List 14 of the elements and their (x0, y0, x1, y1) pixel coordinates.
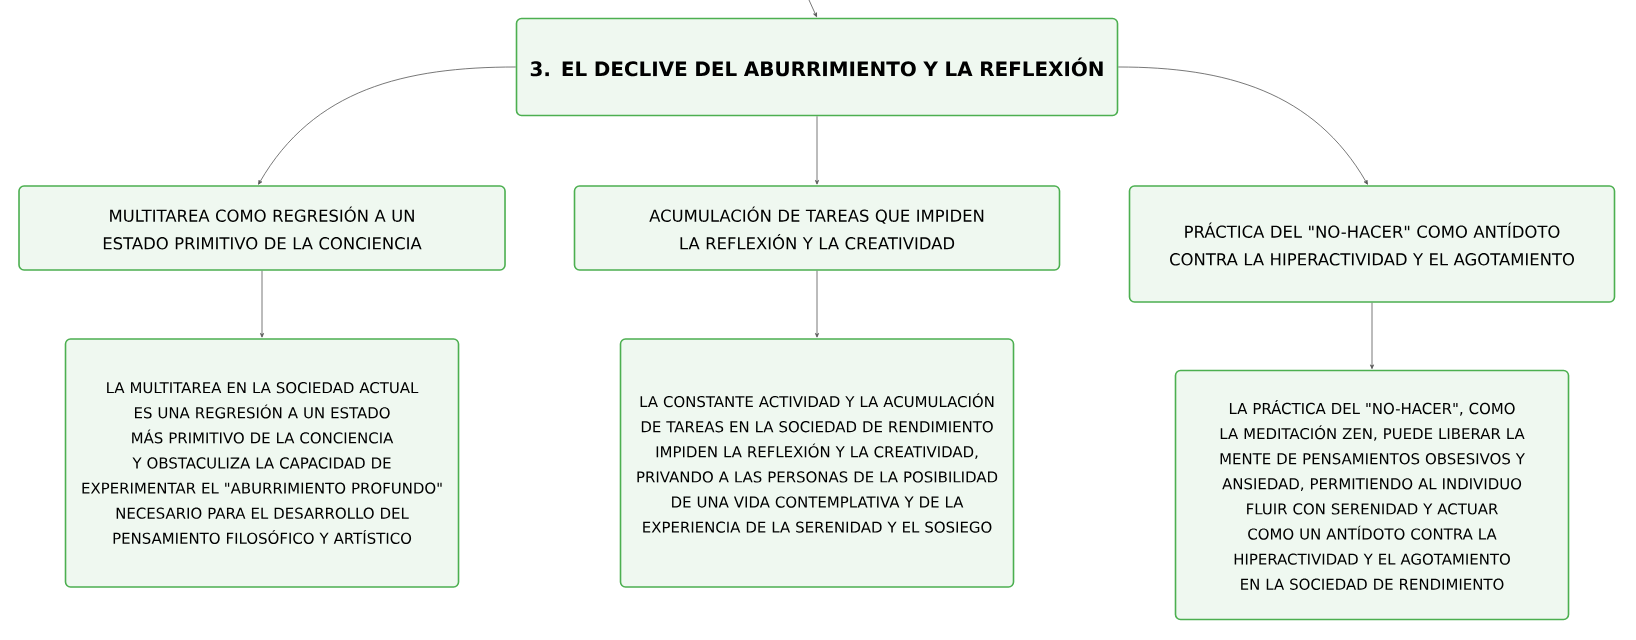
description-box: LA MULTITAREA EN LA SOCIEDAD ACTUAL ES UNA REGRESIÓN A UN ESTADO MÁS PRIMITIVO DE LA CONCIENCIA Y OBSTACULIZA LA CAPACIDAD DE EXPERIMENTAR EL "ABURRIMIENTO PROFUNDO" NECESARIO PARA EL DESARROLLO DEL PENSAMIENTO FILOSÓFICO Y ARTÍSTICO (64, 338, 460, 588)
topic-box: ACUMULACIÓN DE TAREAS QUE IMPIDEN LA REFLEXIÓN Y LA CREATIVIDAD (573, 185, 1061, 271)
arrow (1370, 302, 1374, 370)
arrow (815, 270, 819, 338)
topic-box: PRÁCTICA DEL "NO-HACER" COMO ANTÍDOTO CONTRA LA HIPERACTIVIDAD Y EL AGOTAMIENTO (1128, 185, 1616, 303)
arrow (808, 0, 817, 18)
topic-box: MULTITAREA COMO REGRESIÓN A UN ESTADO PRIMITIVO DE LA CONCIENCIA (18, 185, 506, 271)
title-box: 3. EL DECLIVE DEL ABURRIMIENTO Y LA REFLEXIÓN (515, 17, 1119, 117)
arrow (260, 270, 264, 338)
description-box: LA CONSTANTE ACTIVIDAD Y LA ACUMULACIÓN DE TAREAS EN LA SOCIEDAD DE RENDIMIENTO IMPIDEN LA REFLEXIÓN Y LA CREATIVIDAD, PRIVANDO A LAS PERSONAS DE LA POSIBILIDAD DE UNA VIDA CONTEMPLATIVA Y DE LA EXPERIENCIA DE LA SERENIDAD Y EL SOSIEGO (619, 338, 1015, 588)
arrow (815, 115, 819, 185)
description-box: LA PRÁCTICA DEL "NO-HACER", COMO LA MEDITACIÓN ZEN, PUEDE LIBERAR LA MENTE DE PENSAMIENTOS OBSESIVOS Y ANSIEDAD, PERMITIENDO AL INDIVIDUO FLUIR CON SERENIDAD Y ACTUAR COMO UN ANTÍDOTO CONTRA LA HIPERACTIVIDAD Y EL AGOTAMIENTO EN LA SOCIEDAD DE RENDIMIENTO (1174, 369, 1570, 621)
arrow (258, 66, 517, 185)
arrow (1117, 66, 1368, 185)
